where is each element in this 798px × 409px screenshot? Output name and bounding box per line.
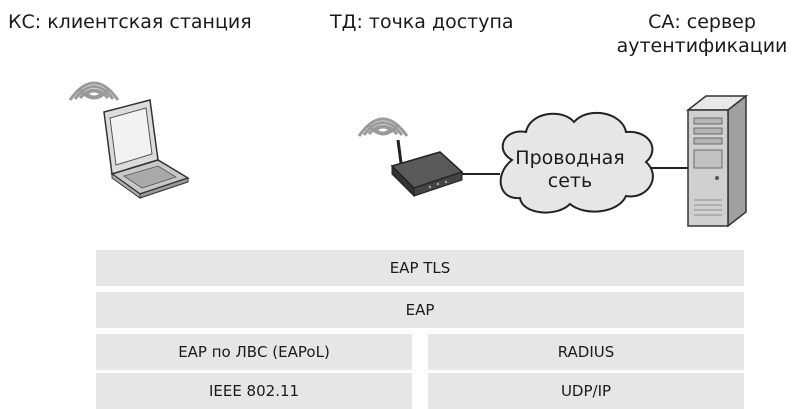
ap-wifi-icon [357, 117, 409, 137]
stack-radius: RADIUS [428, 334, 744, 370]
stack-eap-tls: EAP TLS [96, 250, 744, 286]
network-illustration [68, 81, 749, 228]
auth-server-label: СА: сервер аутентификации [610, 10, 794, 58]
wired-network-label-line2: сеть [547, 170, 593, 192]
access-point-icon [390, 139, 464, 198]
stack-ieee-802-11: IEEE 802.11 [96, 373, 412, 409]
stack-eapol: EAP по ЛВС (EAPoL) [96, 334, 412, 370]
access-point-label: ТД: точка доступа [330, 11, 514, 33]
wired-network-label: Проводная сеть [500, 147, 640, 193]
client-station-label: КС: клиентская станция [8, 11, 252, 33]
wired-network-cloud-icon [499, 112, 654, 214]
wired-network-label-line1: Проводная [515, 147, 625, 169]
auth-server-label-line2: аутентификации [616, 35, 788, 57]
stack-eap: EAP [96, 292, 744, 328]
server-icon [685, 94, 749, 228]
laptop-wifi-icon [68, 81, 120, 101]
laptop-icon [103, 99, 190, 199]
stack-udp-ip: UDP/IP [428, 373, 744, 409]
auth-server-label-line1: СА: сервер [648, 11, 756, 33]
